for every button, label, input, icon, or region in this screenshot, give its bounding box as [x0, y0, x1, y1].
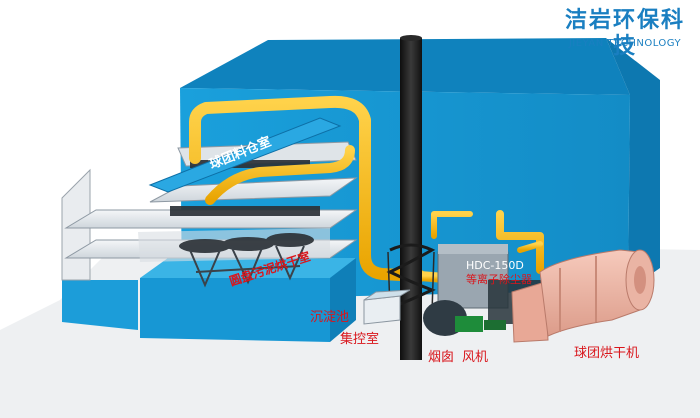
fan — [423, 300, 506, 336]
pellet-dryer — [511, 249, 655, 343]
logo-chinese-text: 洁岩环保科技 — [564, 8, 685, 59]
settling-tank — [363, 289, 411, 325]
label-hdc-model: HDC-150D — [466, 259, 524, 272]
label-settling-tank: 沉淀池 — [310, 310, 350, 325]
logo-english-text: JIEYAN TECHNOLOGY — [568, 38, 682, 49]
label-pellet-dryer: 球团烘干机 — [574, 346, 640, 361]
label-chimney: 烟囱 — [428, 350, 455, 365]
pellet-bin-slab — [148, 117, 342, 193]
label-hdc-name: 等离子除尘器 — [466, 273, 532, 286]
label-fan: 风机 — [462, 350, 489, 365]
chimney — [386, 35, 436, 360]
company-logo: 洁岩环保科技 JIEYAN TECHNOLOGY — [556, 8, 694, 59]
label-control-room: 集控室 — [340, 332, 380, 347]
